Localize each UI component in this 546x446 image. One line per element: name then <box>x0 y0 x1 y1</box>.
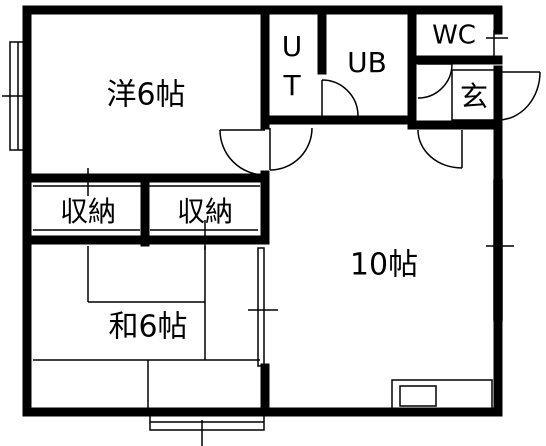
label-utility-u: U <box>282 30 303 63</box>
label-unit-bath: UB <box>347 46 387 79</box>
label-storage-left: 収納 <box>60 195 116 228</box>
doors <box>219 63 541 176</box>
label-japanese-room: 和6帖 <box>108 310 187 345</box>
thin-lines <box>2 30 514 446</box>
label-storage-right: 収納 <box>177 195 233 228</box>
label-living-room: 10帖 <box>350 248 418 283</box>
label-utility-t: T <box>282 69 301 102</box>
label-toilet: WC <box>432 21 476 51</box>
label-entrance: 玄 <box>460 80 488 113</box>
label-western-room: 洋6帖 <box>106 78 185 113</box>
